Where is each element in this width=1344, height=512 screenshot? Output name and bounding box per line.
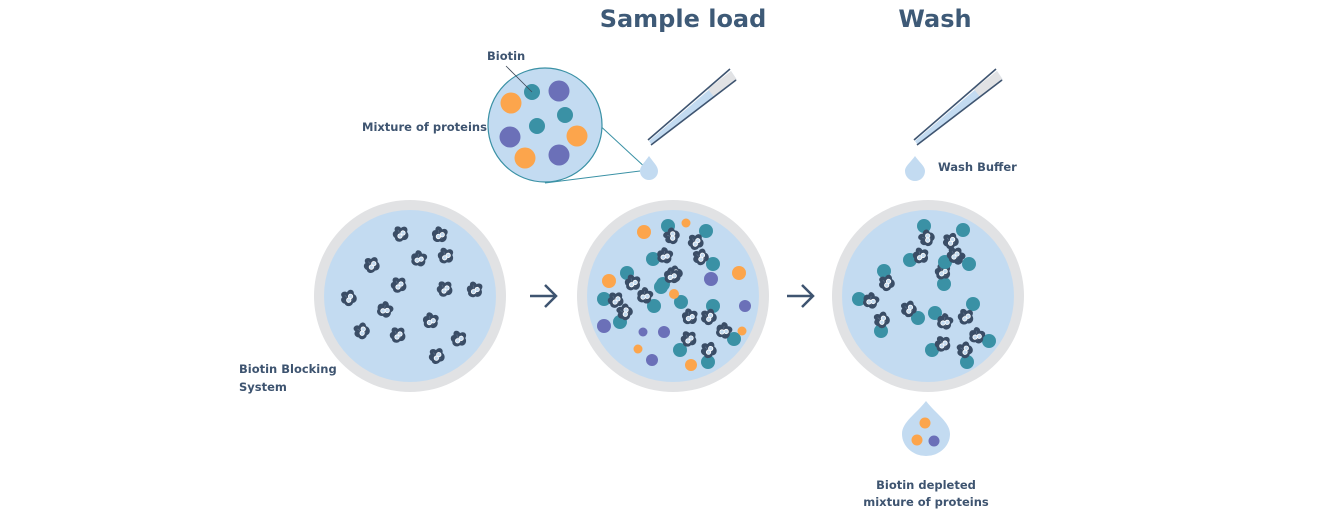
orange-protein <box>500 92 522 114</box>
orange-protein <box>685 359 697 371</box>
purple-protein <box>548 144 570 166</box>
arrow-right-icon <box>787 284 815 308</box>
droplet-icon <box>902 401 950 456</box>
biotin-molecule <box>877 264 891 278</box>
biotin-pointer <box>505 65 533 93</box>
biotin-molecule <box>706 257 720 271</box>
biotin-molecule <box>911 311 925 325</box>
depleted-droplet <box>902 401 950 456</box>
orange-protein <box>737 326 747 336</box>
title-sample-load: Sample load <box>600 5 767 33</box>
biotin-molecule <box>925 343 939 357</box>
biotin-molecule <box>597 292 611 306</box>
dish-sample-load <box>577 200 769 392</box>
purple-protein <box>548 80 570 102</box>
purple-protein <box>646 354 658 366</box>
lens-line-bottom <box>544 169 649 184</box>
biotin-molecule <box>956 223 970 237</box>
biotin-molecule <box>701 355 715 369</box>
label-biotin-blocking-1: Biotin Blocking <box>239 362 337 376</box>
orange-protein <box>637 225 651 239</box>
biotin-molecule <box>646 252 660 266</box>
biotin-molecule <box>937 277 951 291</box>
biotin-molecule <box>699 224 713 238</box>
orange-protein <box>919 417 931 429</box>
purple-protein <box>704 272 718 286</box>
purple-protein <box>597 319 611 333</box>
orange-protein <box>669 289 679 299</box>
magnified-mixture <box>487 65 649 184</box>
biotin-molecule <box>529 118 545 134</box>
biotin-molecule <box>852 292 866 306</box>
pipette-icon <box>647 68 737 146</box>
orange-protein <box>566 125 588 147</box>
pipette-icon <box>913 68 1003 146</box>
dish-wash <box>832 200 1024 392</box>
label-biotin-blocking-2: System <box>239 380 287 394</box>
biotin-molecule <box>647 299 661 313</box>
label-depleted-1: Biotin depleted <box>876 478 976 492</box>
biotin-molecule <box>982 334 996 348</box>
biotin-molecule <box>928 306 942 320</box>
biotin-molecule <box>966 297 980 311</box>
wash-buffer-droplet-icon <box>905 156 925 181</box>
orange-protein <box>911 434 923 446</box>
title-wash: Wash <box>898 5 971 33</box>
dish-biotin-blocking <box>314 200 506 392</box>
orange-protein <box>514 147 536 169</box>
biotin-molecule <box>727 332 741 346</box>
purple-protein <box>658 326 670 338</box>
orange-protein <box>602 274 616 288</box>
purple-protein <box>499 126 521 148</box>
label-depleted-2: mixture of proteins <box>863 495 989 509</box>
biotin-molecule <box>874 324 888 338</box>
arrow-right-icon <box>530 284 558 308</box>
label-mixture-of-proteins: Mixture of proteins <box>362 120 487 134</box>
label-wash-buffer: Wash Buffer <box>938 160 1017 174</box>
label-biotin: Biotin <box>487 49 525 63</box>
droplet-icon <box>640 156 658 180</box>
orange-protein <box>732 266 746 280</box>
lens-circle <box>487 67 603 183</box>
biotin-molecule <box>962 257 976 271</box>
biotin-molecule <box>673 343 687 357</box>
orange-protein <box>633 344 643 354</box>
biotin-molecule <box>557 107 573 123</box>
purple-protein <box>638 327 648 337</box>
biotin-molecule <box>960 355 974 369</box>
biotin-molecule <box>674 295 688 309</box>
biotin-molecule <box>654 280 668 294</box>
purple-protein <box>739 300 751 312</box>
biotin-molecule <box>917 219 931 233</box>
orange-protein <box>681 218 691 228</box>
purple-protein <box>928 435 940 447</box>
